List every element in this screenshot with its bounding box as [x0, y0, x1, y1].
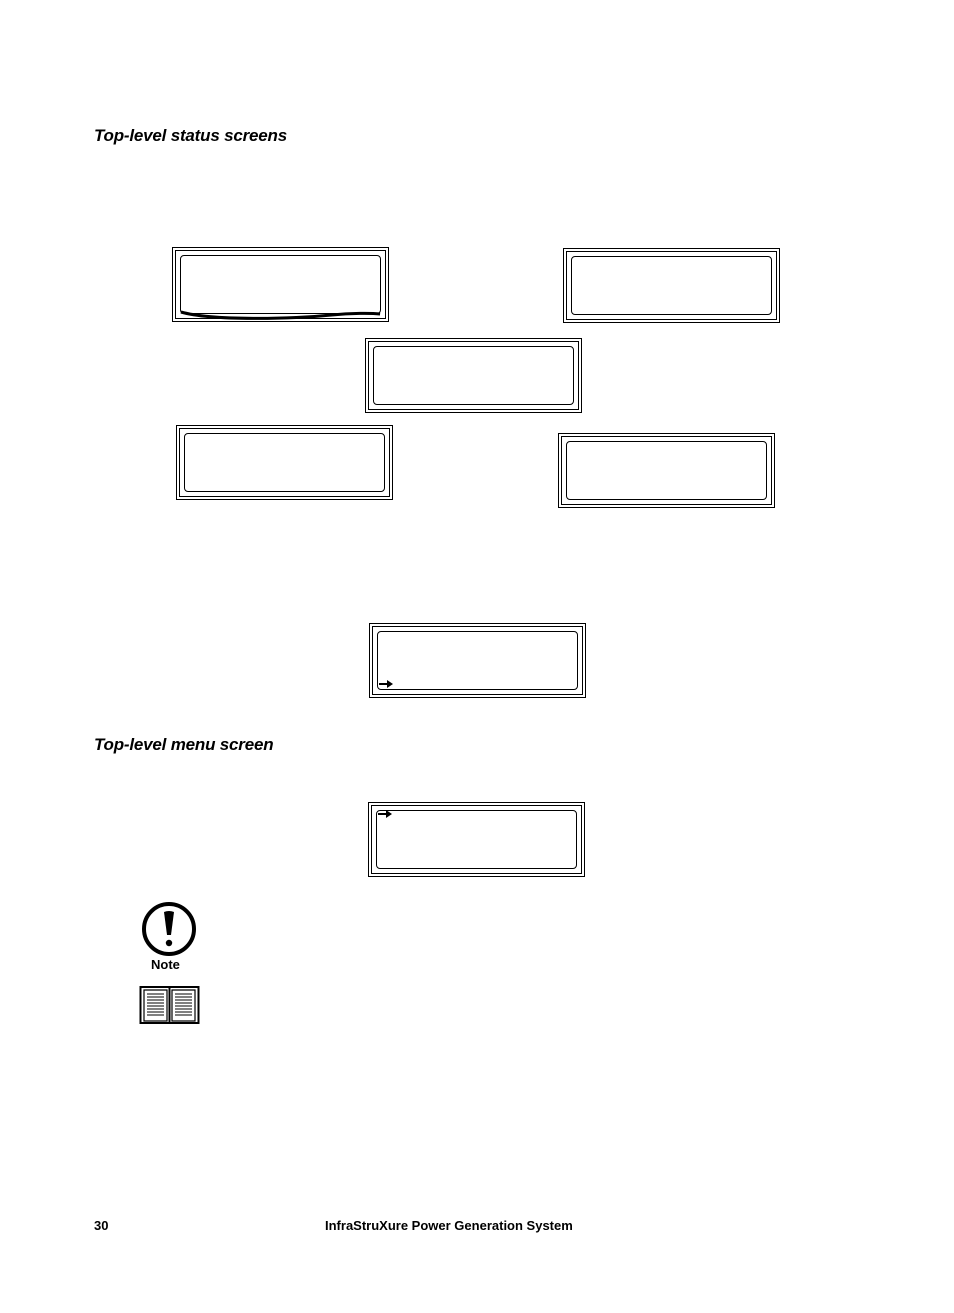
- display-window: [566, 441, 767, 500]
- status-screen-display-6: [369, 623, 586, 698]
- status-screen-display-2: [563, 248, 780, 323]
- status-screen-display-5: [558, 433, 775, 508]
- display-window: [184, 433, 385, 492]
- display-window: [571, 256, 772, 315]
- book-icon: [139, 986, 200, 1024]
- display-window: [377, 631, 578, 690]
- display-window: [373, 346, 574, 405]
- status-screens-heading: Top-level status screens: [94, 126, 287, 145]
- note-icon: [142, 902, 196, 956]
- status-screen-display-4: [176, 425, 393, 500]
- page-number: 30: [94, 1218, 109, 1233]
- document-title: InfraStruXure Power Generation System: [325, 1218, 573, 1233]
- display-wave-graphic: [180, 310, 381, 320]
- right-arrow-icon: [378, 810, 392, 818]
- menu-screen-heading: Top-level menu screen: [94, 735, 274, 754]
- display-window: [376, 810, 577, 869]
- display-window: [180, 255, 381, 314]
- note-label: Note: [151, 957, 180, 972]
- status-screen-display-3: [365, 338, 582, 413]
- menu-screen-display: [368, 802, 585, 877]
- status-screen-display-1: [172, 247, 389, 322]
- right-arrow-icon: [379, 680, 393, 688]
